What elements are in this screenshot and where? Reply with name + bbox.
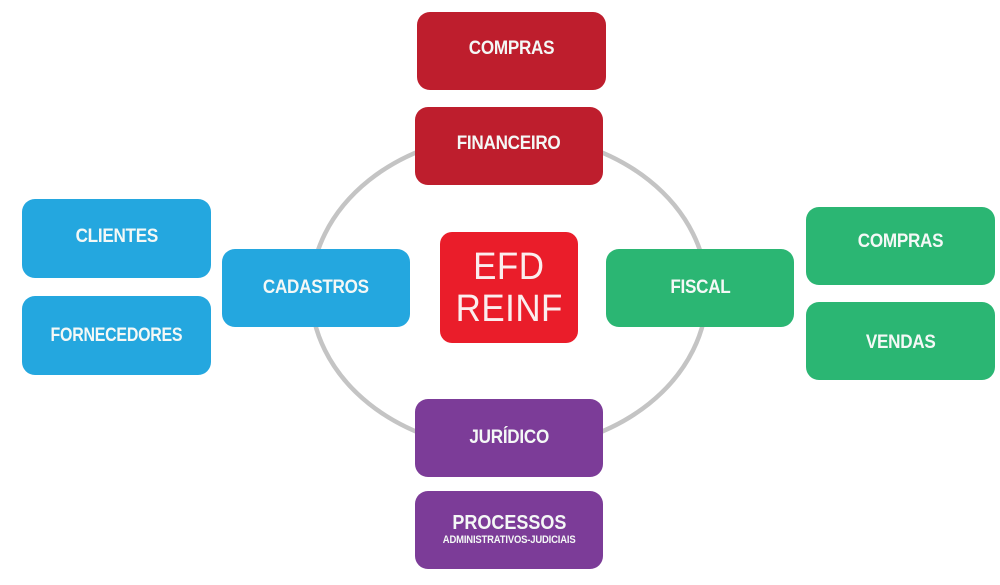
node-label: FORNECEDORES bbox=[50, 324, 183, 346]
node-juridico[interactable]: JURÍDICO bbox=[415, 399, 603, 477]
node-financeiro[interactable]: FINANCEIRO bbox=[415, 107, 603, 185]
node-center-efd-reinf[interactable]: EFD REINF bbox=[440, 232, 578, 343]
node-label: COMPRAS bbox=[468, 38, 555, 59]
node-cadastros-clientes[interactable]: CLIENTES bbox=[22, 199, 211, 278]
node-financeiro-compras[interactable]: COMPRAS bbox=[417, 12, 606, 90]
center-label-line-2: REINF bbox=[455, 287, 563, 330]
node-cadastros-fornecedores[interactable]: FORNECEDORES bbox=[22, 296, 211, 375]
center-label-line-1: EFD bbox=[473, 245, 545, 288]
node-fiscal-compras[interactable]: COMPRAS bbox=[806, 207, 995, 285]
node-label: PROCESSOS bbox=[451, 511, 567, 534]
node-label: JURÍDICO bbox=[469, 427, 549, 448]
node-label: CADASTROS bbox=[263, 277, 369, 298]
node-label: CLIENTES bbox=[75, 225, 158, 247]
node-fiscal-vendas[interactable]: VENDAS bbox=[806, 302, 995, 380]
node-fiscal[interactable]: FISCAL bbox=[606, 249, 794, 327]
node-label: FISCAL bbox=[669, 277, 731, 298]
node-cadastros[interactable]: CADASTROS bbox=[222, 249, 410, 327]
node-juridico-processos[interactable]: PROCESSOS ADMINISTRATIVOS-JUDICIAIS bbox=[415, 491, 603, 569]
node-label: COMPRAS bbox=[857, 231, 944, 252]
node-sublabel: ADMINISTRATIVOS-JUDICIAIS bbox=[442, 533, 576, 546]
node-label: FINANCEIRO bbox=[457, 133, 561, 154]
node-label: VENDAS bbox=[865, 332, 936, 353]
